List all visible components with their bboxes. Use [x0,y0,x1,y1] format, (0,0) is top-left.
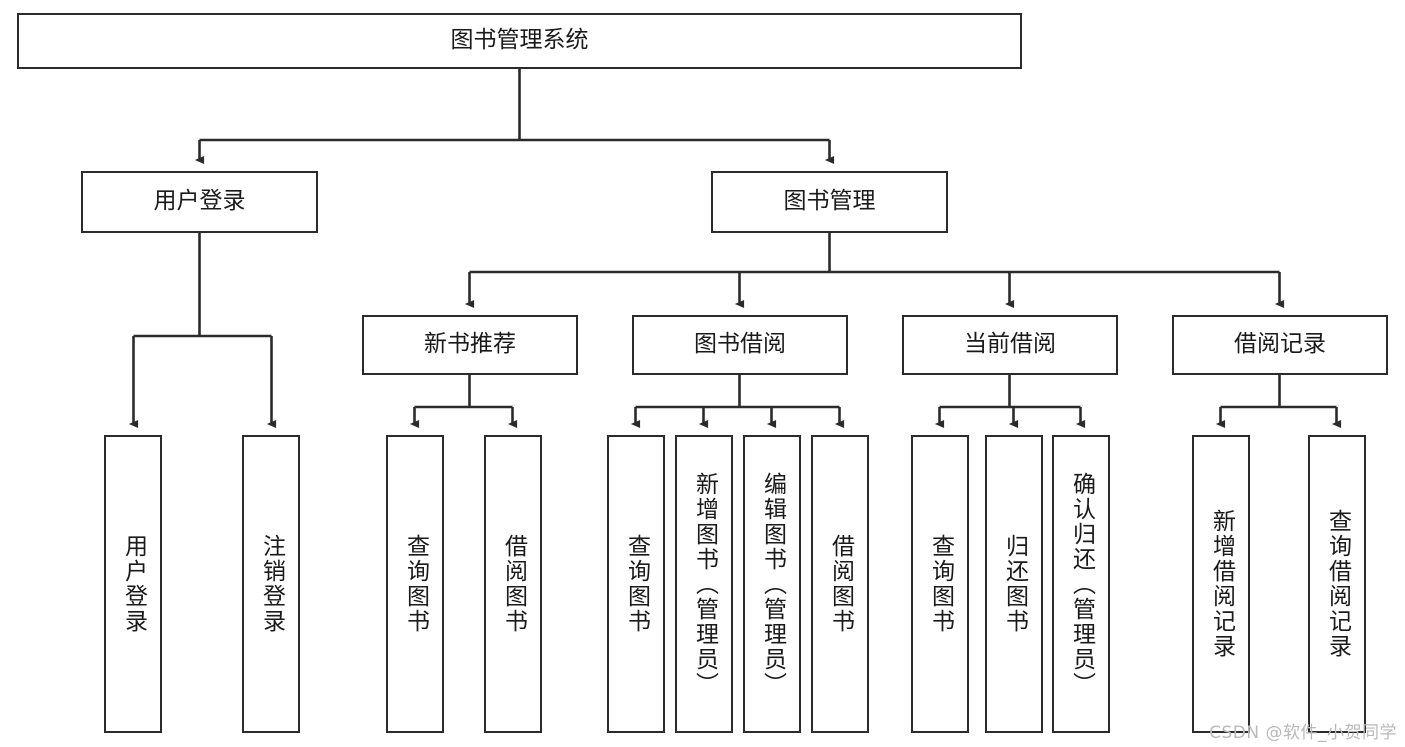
node-leaf-query-book-recommend[interactable]: 查询图书 [386,435,444,733]
node-current-borrow[interactable]: 当前借阅 [902,315,1118,375]
node-label: 查询图书 [623,534,650,634]
node-label: 图书管理 [783,188,876,215]
node-leaf-user-logout[interactable]: 注销登录 [242,435,300,733]
node-book-borrow[interactable]: 图书借阅 [632,315,848,375]
node-leaf-add-book-admin[interactable]: 新增图书（管理员） [675,435,733,733]
node-label: 新书推荐 [424,331,516,358]
node-label: 确认归还（管理员） [1068,471,1095,697]
node-leaf-add-borrow-record[interactable]: 新增借阅记录 [1192,435,1250,733]
node-leaf-edit-book-admin[interactable]: 编辑图书（管理员） [743,435,801,733]
node-label: 查询图书 [927,534,954,634]
node-label: 新增图书（管理员） [691,471,718,697]
node-book-management[interactable]: 图书管理 [711,171,948,233]
node-leaf-return-book[interactable]: 归还图书 [985,435,1043,733]
node-leaf-borrow-book[interactable]: 借阅图书 [811,435,869,733]
node-user-login[interactable]: 用户登录 [81,171,318,233]
node-label: 注销登录 [258,534,285,634]
node-label: 编辑图书（管理员） [759,471,786,697]
node-label: 查询图书 [402,534,429,634]
node-label: 图书管理系统 [450,27,589,54]
node-new-book-recommend[interactable]: 新书推荐 [362,315,578,375]
node-label: 新增借阅记录 [1208,509,1235,659]
node-leaf-user-login[interactable]: 用户登录 [104,435,162,733]
node-label: 借阅图书 [827,534,854,634]
node-label: 用户登录 [153,188,246,215]
node-label: 当前借阅 [964,331,1056,358]
node-borrow-record[interactable]: 借阅记录 [1172,315,1388,375]
node-leaf-query-book-current[interactable]: 查询图书 [911,435,969,733]
node-label: 借阅图书 [500,534,527,634]
node-label: 查询借阅记录 [1324,509,1351,659]
node-leaf-query-book[interactable]: 查询图书 [607,435,665,733]
node-leaf-borrow-book-recommend[interactable]: 借阅图书 [484,435,542,733]
node-label: 归还图书 [1001,534,1028,634]
node-label: 借阅记录 [1234,331,1326,358]
node-leaf-confirm-return-admin[interactable]: 确认归还（管理员） [1052,435,1110,733]
node-leaf-query-borrow-record[interactable]: 查询借阅记录 [1308,435,1366,733]
node-root-book-management-system[interactable]: 图书管理系统 [17,13,1022,69]
node-label: 用户登录 [120,534,147,634]
node-label: 图书借阅 [694,331,786,358]
